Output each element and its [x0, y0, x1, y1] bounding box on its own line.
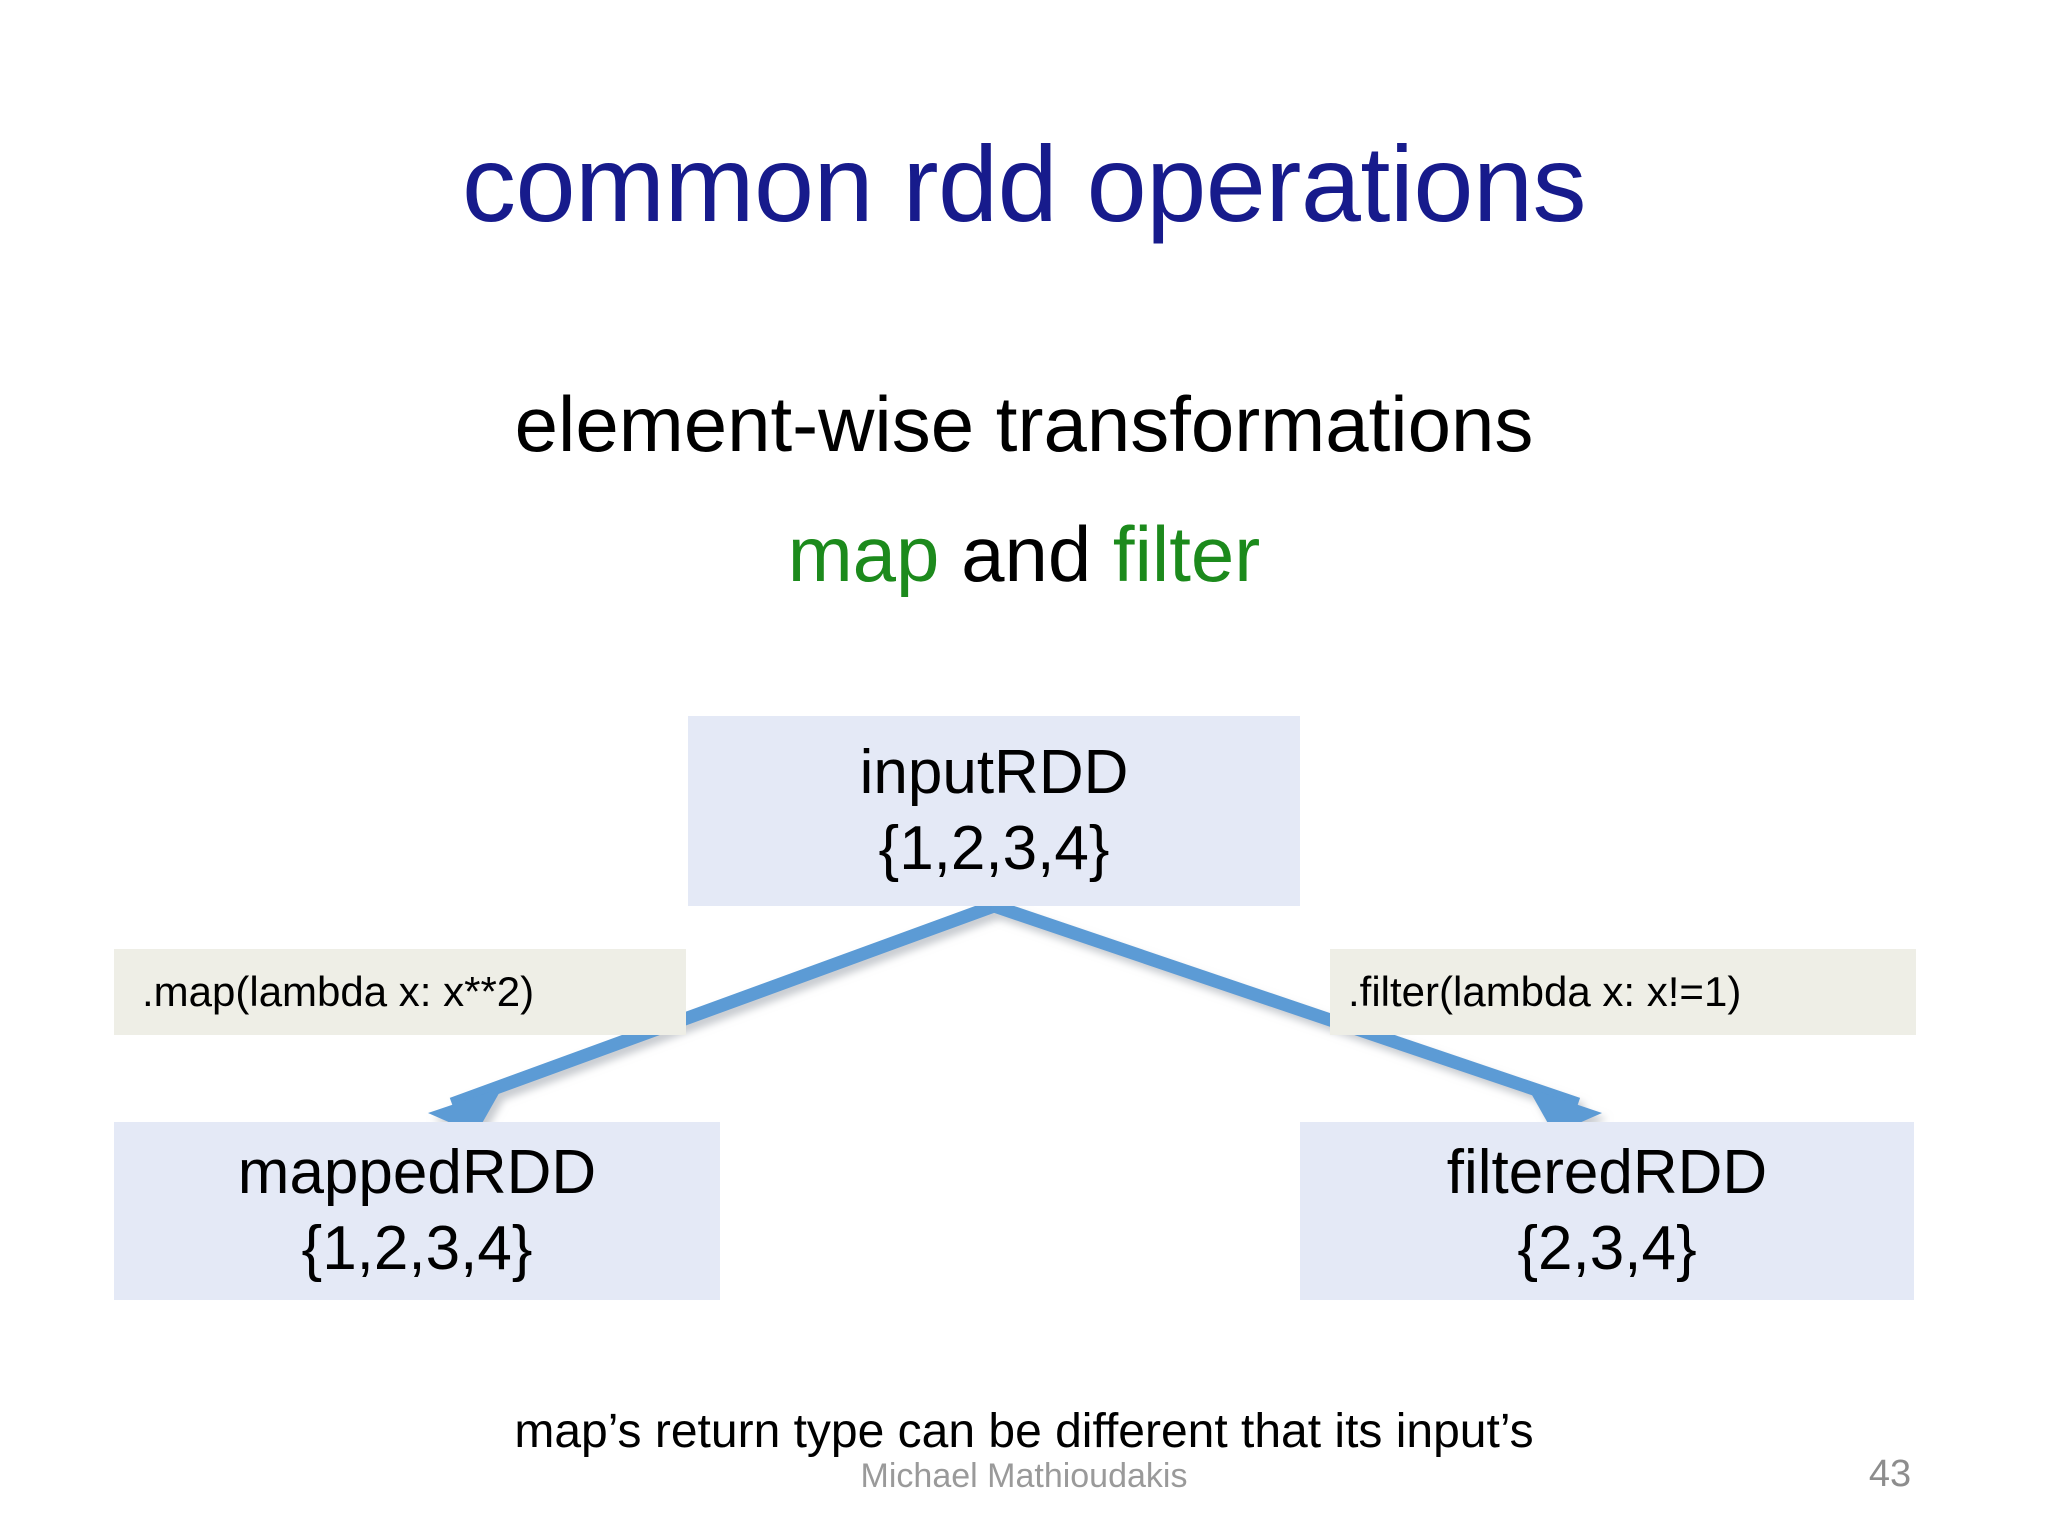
- footer-page-number: 43: [1868, 1453, 1912, 1495]
- operations-conjunction: and: [939, 510, 1113, 598]
- operations-heading: map and filter: [0, 510, 2048, 600]
- rdd-box-mapped-name: mappedRDD: [237, 1138, 597, 1208]
- rdd-box-filtered-name: filteredRDD: [1446, 1138, 1768, 1208]
- page-title: common rdd operations: [461, 123, 1587, 244]
- keyword-map: map: [787, 510, 940, 598]
- rdd-box-mapped-contents: {1,2,3,4}: [301, 1214, 533, 1283]
- rdd-box-input: inputRDD {1,2,3,4}: [688, 716, 1300, 906]
- operation-label-map: .map(lambda x: x**2): [114, 949, 686, 1035]
- footer-author: Michael Mathioudakis: [860, 1457, 1188, 1495]
- rdd-box-input-name: inputRDD: [859, 738, 1129, 808]
- rdd-box-filtered-contents: {2,3,4}: [1517, 1214, 1697, 1283]
- slide-caption: map’s return type can be different that …: [514, 1405, 1534, 1458]
- rdd-box-input-contents: {1,2,3,4}: [878, 814, 1110, 883]
- operation-label-filter: .filter(lambda x: x!=1): [1330, 949, 1916, 1035]
- rdd-box-mapped: mappedRDD {1,2,3,4}: [114, 1122, 720, 1300]
- subtitle-heading: element-wise transformations: [514, 380, 1534, 468]
- keyword-filter: filter: [1112, 510, 1261, 598]
- rdd-box-filtered: filteredRDD {2,3,4}: [1300, 1122, 1914, 1300]
